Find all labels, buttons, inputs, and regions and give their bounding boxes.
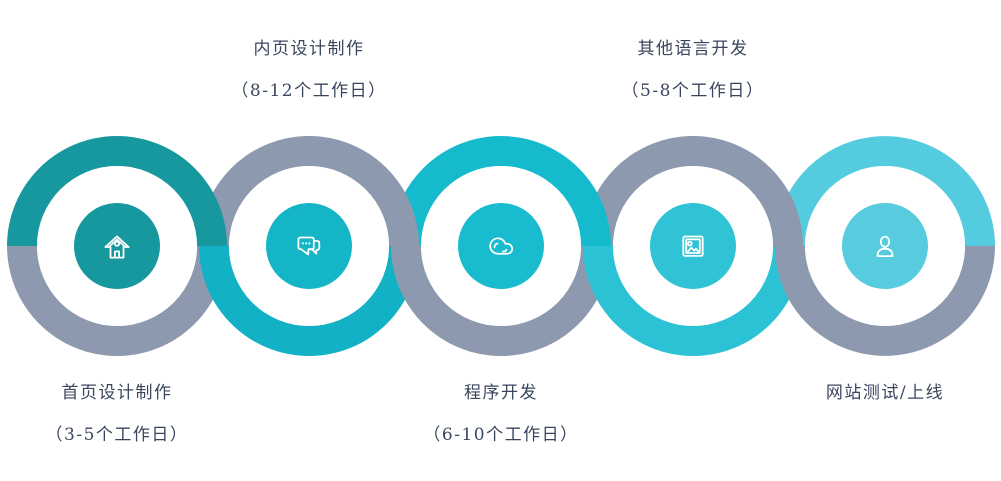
step-2-title: 内页设计制作	[253, 39, 365, 59]
step-4-top-arc	[583, 136, 803, 246]
step-1-bottom-arc	[7, 246, 227, 356]
step-label-2: 内页设计制作 （8-12个工作日）	[179, 37, 439, 104]
step-1-title: 首页设计制作	[61, 383, 173, 403]
step-1-top-arc	[7, 136, 227, 246]
step-label-5: 网站测试/上线	[755, 381, 1001, 406]
step-3-top-arc	[391, 136, 611, 246]
cloud-icon	[489, 237, 514, 255]
step-label-3: 程序开发 （6-10个工作日）	[371, 381, 631, 448]
step-4-inner-circle	[650, 203, 736, 289]
step-5-top-arc	[775, 136, 995, 246]
step-4-title: 其他语言开发	[637, 39, 749, 59]
step-5-bottom-arc	[775, 246, 995, 356]
step-3-title: 程序开发	[464, 383, 538, 403]
home-icon	[104, 235, 130, 259]
step-4-bottom-arc	[583, 246, 803, 356]
step-1-duration: （3-5个工作日）	[45, 425, 189, 445]
step-3-inner-circle	[458, 203, 544, 289]
step-5-title: 网站测试/上线	[825, 383, 945, 403]
photo-icon	[682, 235, 704, 257]
chat-bubbles-icon	[297, 236, 321, 256]
step-2-bottom-arc	[199, 246, 419, 356]
step-3-bottom-arc	[391, 246, 611, 356]
step-2-top-arc	[199, 136, 419, 246]
step-label-1: 首页设计制作 （3-5个工作日）	[0, 381, 247, 448]
step-4-duration: （5-8个工作日）	[621, 81, 765, 101]
step-label-4: 其他语言开发 （5-8个工作日）	[563, 37, 823, 104]
step-3-duration: （6-10个工作日）	[423, 425, 579, 445]
step-2-duration: （8-12个工作日）	[231, 81, 387, 101]
user-icon	[876, 235, 894, 257]
